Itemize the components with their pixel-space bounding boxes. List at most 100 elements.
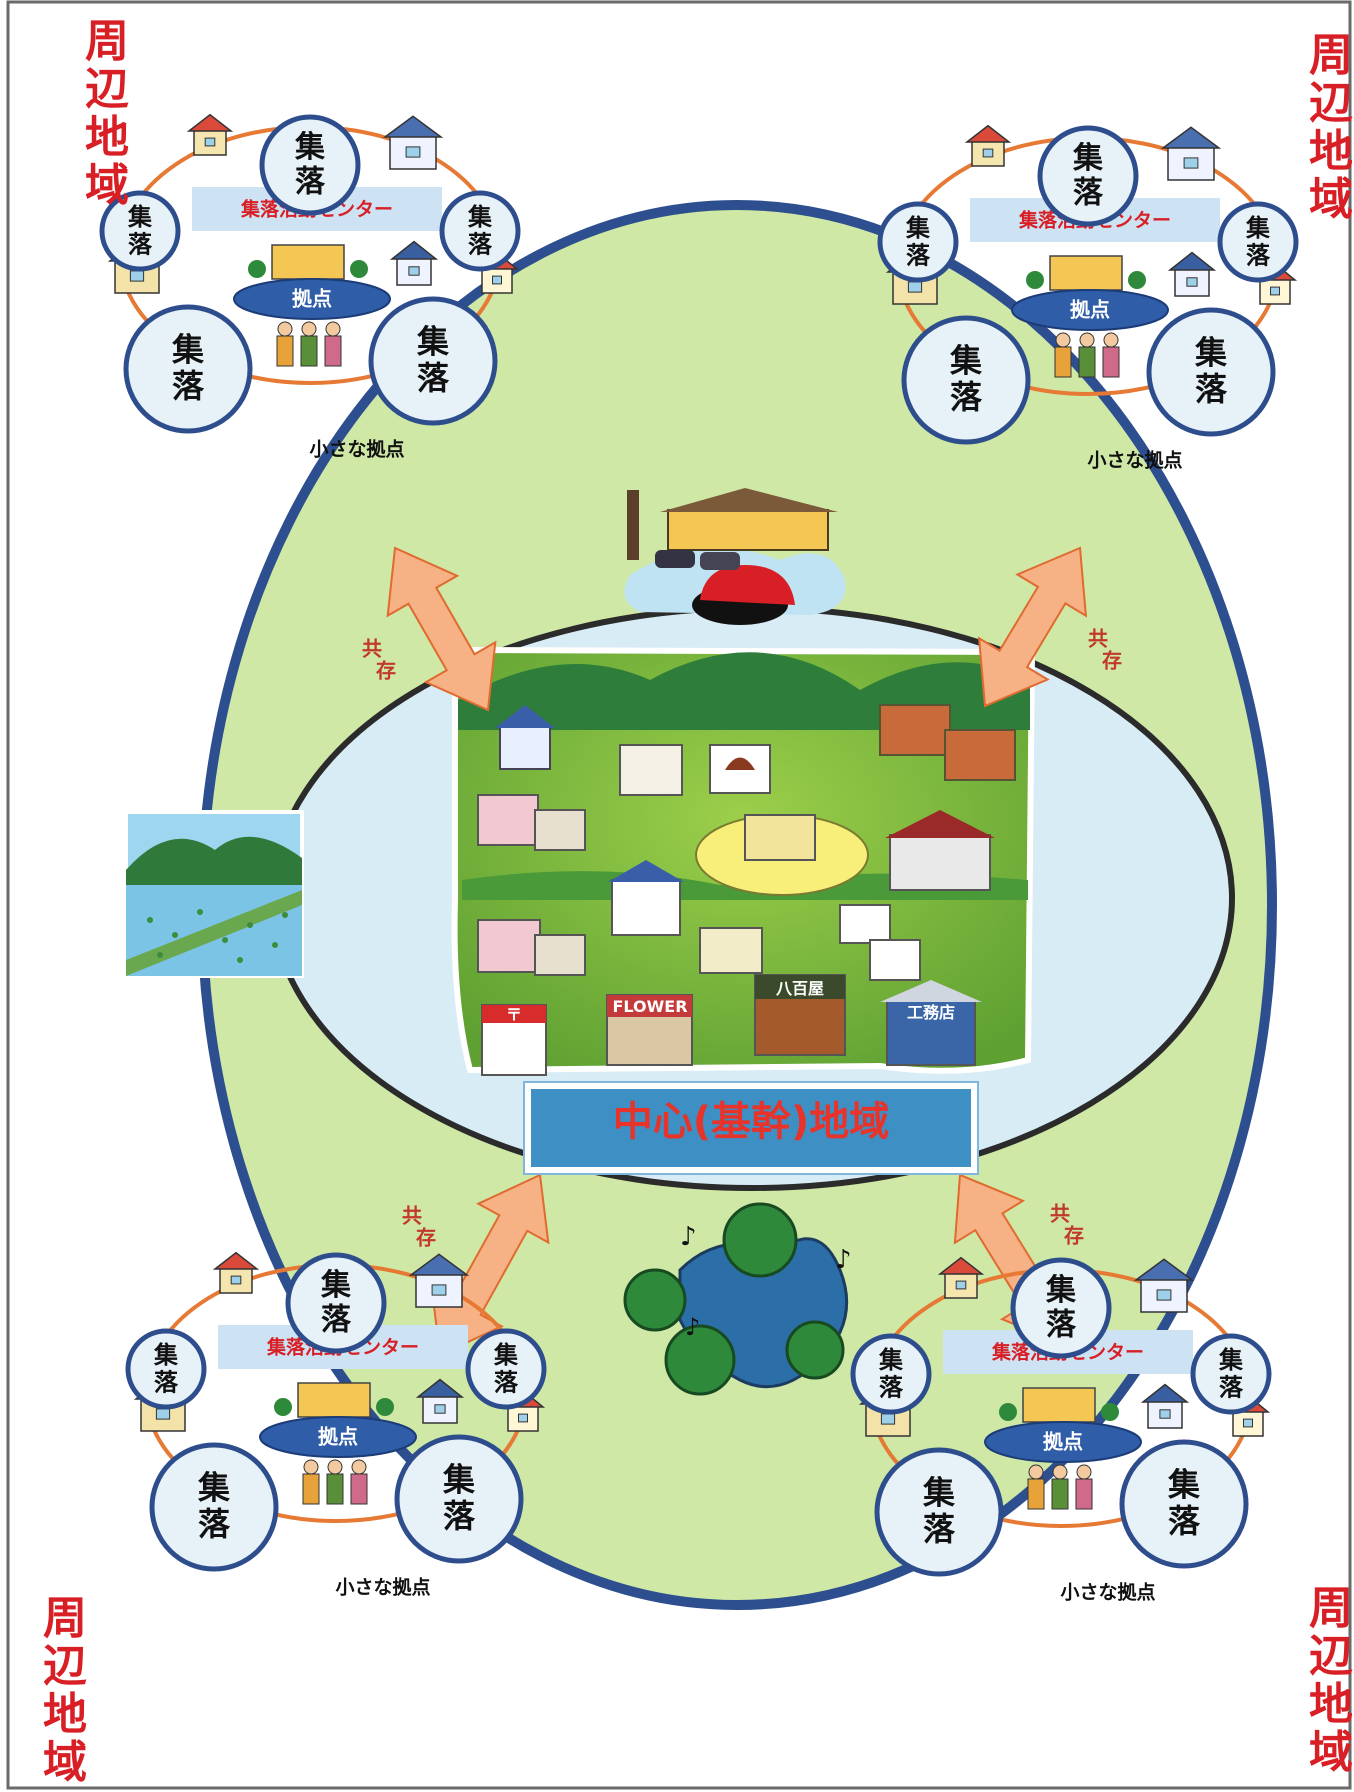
village-clusters: 集落活動センター拠点集落集落集落集落集落小さな拠点集落活動センター拠点集落集落集… (99, 113, 1299, 1604)
rice-paddy-illustration (124, 810, 304, 978)
person-icon (301, 321, 317, 337)
village-label-char: 集 (949, 341, 982, 379)
base-label: 拠点 (1070, 298, 1110, 322)
base-pill (259, 1416, 417, 1458)
village-label-char: 落 (198, 1505, 231, 1543)
coexist-label-char: 共 (1050, 1202, 1070, 1226)
person-icon (1103, 332, 1119, 348)
tree-icon (1128, 271, 1146, 289)
tree-icon (350, 260, 368, 278)
tree-icon (1026, 271, 1044, 289)
center-region-banner: 中心(基幹)地域 (525, 1083, 977, 1173)
house-icon (186, 113, 234, 156)
village-label-char: 集 (320, 1268, 352, 1303)
village-circle: 集落 (850, 1333, 932, 1415)
village-label-char: 集 (1045, 1273, 1077, 1308)
house-icon (408, 1253, 470, 1308)
person-icon (300, 335, 318, 367)
house-icon (964, 124, 1012, 167)
small-base-cluster: 集落活動センター拠点集落集落集落集落集落小さな拠点 (877, 124, 1299, 472)
village-circle: 集落 (285, 1252, 387, 1354)
house-icon (1167, 251, 1217, 297)
activity-center-building-icon (297, 1382, 371, 1418)
river-illustration: ♪ ♪ ♪ (623, 1202, 852, 1396)
person-icon (1051, 1478, 1069, 1510)
coexist-label-char: 存 (1064, 1224, 1084, 1248)
region-label-top-right: 周辺 地域 (1309, 30, 1353, 225)
person-icon (325, 321, 341, 337)
tree-icon (274, 1398, 292, 1416)
village-label-char: 落 (154, 1368, 179, 1396)
village-label-char: 落 (417, 359, 450, 397)
house-icon (1160, 126, 1222, 181)
coexist-label-char: 存 (376, 659, 396, 683)
activity-center-building-icon (271, 244, 345, 280)
village-label-char: 落 (443, 1497, 476, 1535)
village-circle: 集落 (394, 1434, 524, 1564)
person-icon (302, 1473, 320, 1505)
village-label-char: 集 (171, 330, 204, 368)
small-base-label: 小さな拠点 (309, 438, 404, 461)
svg-text:♪: ♪ (685, 1313, 700, 1341)
village-label-char: 落 (321, 1303, 352, 1338)
village-label-char: 落 (468, 230, 493, 258)
village-circle: 集落 (149, 1442, 279, 1572)
base-label: 拠点 (1043, 1430, 1083, 1454)
coexist-arrow-shape (977, 546, 1088, 708)
town-map-illustration (451, 646, 1036, 1076)
village-label-char: 集 (197, 1468, 230, 1506)
village-label-char: 集 (878, 1346, 904, 1374)
svg-text:♪: ♪ (835, 1245, 852, 1275)
village-label-char: 落 (1073, 176, 1104, 211)
tree-icon (999, 1403, 1017, 1421)
village-circle: 集落 (99, 190, 181, 272)
person-icon (350, 1473, 368, 1505)
village-circle: 集落 (1119, 1439, 1249, 1569)
base-label: 拠点 (318, 1425, 358, 1449)
person-icon (303, 1459, 319, 1475)
coexist-label-char: 存 (1102, 649, 1122, 673)
region-label-bottom-right: 周辺 地域 (1309, 1583, 1353, 1778)
coexist-arrow: 共存 (402, 1173, 550, 1357)
coexist-label-char: 共 (402, 1204, 422, 1228)
village-circle: 集落 (1010, 1257, 1112, 1359)
person-icon (351, 1459, 367, 1475)
person-icon (276, 335, 294, 367)
activity-center-building-icon (1022, 1387, 1096, 1423)
person-icon (1052, 1464, 1068, 1480)
village-label-char: 落 (1219, 1373, 1244, 1401)
village-label-char: 集 (153, 1341, 179, 1369)
base-pill (233, 278, 391, 320)
village-circle: 集落 (259, 114, 361, 216)
tree-icon (248, 260, 266, 278)
small-base-label: 小さな拠点 (1087, 449, 1182, 472)
house-icon (389, 240, 439, 286)
village-label-char: 集 (467, 203, 493, 231)
village-label-char: 落 (1246, 241, 1271, 269)
village-label-char: 集 (294, 130, 326, 165)
village-circle: 集落 (1146, 307, 1276, 437)
small-base-cluster: 集落活動センター拠点集落集落集落集落集落小さな拠点 (99, 113, 521, 461)
base-pill (984, 1421, 1142, 1463)
village-label-char: 集 (1194, 333, 1227, 371)
flower-shop-label: FLOWER (612, 997, 687, 1016)
small-base-cluster: 集落活動センター拠点集落集落集落集落集落小さな拠点 (850, 1256, 1272, 1604)
roadside-station-illustration (624, 488, 846, 625)
region-label-bottom-left: 周辺 地域 (43, 1593, 87, 1788)
village-circle: 集落 (125, 1328, 207, 1410)
village-label-char: 落 (1168, 1502, 1201, 1540)
person-icon (324, 335, 342, 367)
greengrocer-label: 八百屋 (775, 979, 824, 998)
village-circle: 集落 (1217, 201, 1299, 283)
village-circle: 集落 (1037, 125, 1139, 227)
base-pill (1011, 289, 1169, 331)
village-label-char: 落 (128, 230, 153, 258)
village-label-char: 落 (295, 165, 326, 200)
village-circle: 集落 (368, 296, 498, 426)
base-label: 拠点 (292, 287, 332, 311)
coexist-arrow-shape (386, 546, 497, 712)
page-border (6, 0, 1352, 1790)
coexist-label-char: 共 (362, 637, 382, 661)
